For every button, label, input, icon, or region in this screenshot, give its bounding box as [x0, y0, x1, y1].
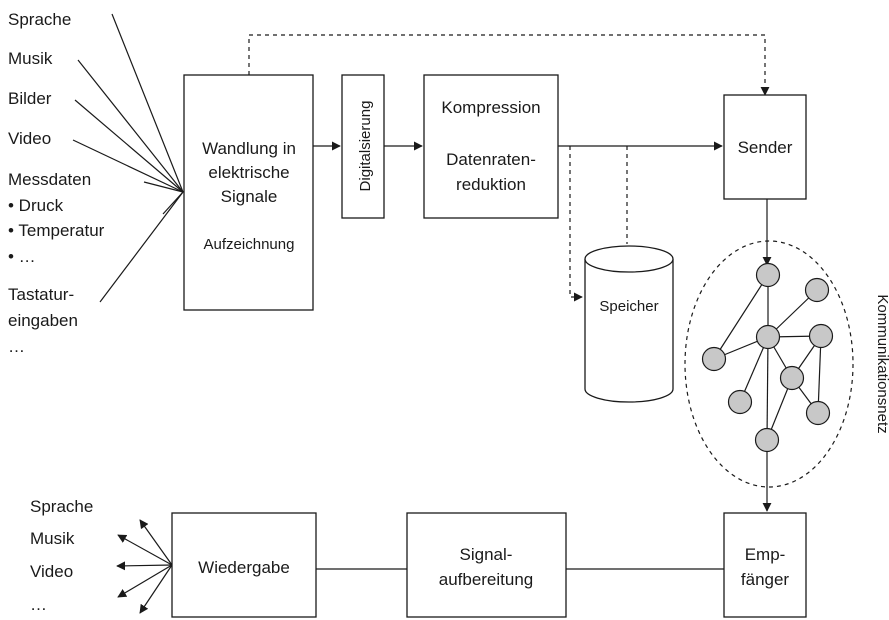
- signalaufbereitung-box: [406, 512, 567, 618]
- network-node: [779, 365, 805, 391]
- sender-label: Sender: [738, 138, 793, 157]
- kompression-block: Kompression Datenraten- reduktion: [423, 74, 559, 219]
- empfaenger-line1: Emp-: [745, 545, 786, 564]
- wandlung-block: Wandlung in elektrische Signale Aufzeich…: [183, 74, 314, 311]
- wandlung-line2: elektrische: [208, 163, 289, 182]
- dashed-bypass-to-sender: [248, 34, 770, 96]
- signalaufbereitung-line1: Signal-: [460, 545, 513, 564]
- input-fan-lines: [72, 13, 184, 303]
- communication-network: Kommunikationsnetz: [684, 240, 889, 488]
- input-label-ellipsis: …: [8, 337, 25, 356]
- network-node: [808, 323, 834, 349]
- output-fan-arrows: [116, 519, 173, 614]
- input-label-bilder: Bilder: [8, 89, 52, 108]
- wiedergabe-label: Wiedergabe: [198, 558, 290, 577]
- network-edges: [713, 274, 822, 441]
- network-nodes: [701, 262, 834, 453]
- wandlung-aufzeichnung: Aufzeichnung: [204, 236, 295, 253]
- input-label-musik: Musik: [8, 49, 53, 68]
- kompression-line3: reduktion: [456, 175, 526, 194]
- network-node: [755, 262, 781, 288]
- input-label-messdaten: Messdaten: [8, 170, 91, 189]
- input-label-tastatur: Tastatur-: [8, 285, 74, 304]
- speicher-label: Speicher: [599, 298, 658, 315]
- signalaufbereitung-block: Signal- aufbereitung: [406, 512, 567, 618]
- network-node: [755, 324, 781, 350]
- wandlung-line3: Signale: [221, 187, 278, 206]
- output-label-video: Video: [30, 562, 73, 581]
- empfaenger-block: Emp- fänger: [723, 512, 807, 618]
- output-label-musik: Musik: [30, 529, 75, 548]
- output-label-ellipsis: …: [30, 595, 47, 614]
- output-labels: Sprache Musik Video …: [30, 497, 93, 614]
- wiedergabe-block: Wiedergabe: [171, 512, 317, 618]
- sender-block: Sender: [723, 94, 807, 200]
- network-node: [804, 277, 830, 303]
- input-label-more: • …: [8, 247, 36, 266]
- kompression-box: [423, 74, 559, 219]
- speicher-cylinder: Speicher: [584, 245, 674, 403]
- signalaufbereitung-line2: aufbereitung: [439, 570, 534, 589]
- network-node: [701, 346, 727, 372]
- dashed-to-speicher: [569, 146, 583, 302]
- speicher-body: [584, 259, 674, 403]
- speicher-top: [584, 245, 674, 273]
- input-label-druck: • Druck: [8, 196, 64, 215]
- wandlung-box: [183, 74, 314, 311]
- empfaenger-line2: fänger: [741, 570, 790, 589]
- network-node: [754, 427, 780, 453]
- network-label: Kommunikationsnetz: [874, 294, 889, 433]
- digitalisierung-label: Digitalsierung: [357, 101, 374, 192]
- digitalisierung-box: [341, 74, 385, 219]
- input-label-sprache: Sprache: [8, 10, 71, 29]
- kompression-line2: Datenraten-: [446, 150, 536, 169]
- wiedergabe-box: [171, 512, 317, 618]
- input-label-eingaben: eingaben: [8, 311, 78, 330]
- network-node: [805, 400, 831, 426]
- network-node: [727, 389, 753, 415]
- empfaenger-box: [723, 512, 807, 618]
- kompression-line1: Kompression: [441, 98, 540, 117]
- output-label-sprache: Sprache: [30, 497, 93, 516]
- digitalisierung-block: Digitalsierung: [341, 74, 385, 219]
- input-label-temperatur: • Temperatur: [8, 221, 105, 240]
- sender-box: [723, 94, 807, 200]
- input-sources: Sprache Musik Bilder Video Messdaten • D…: [8, 10, 105, 356]
- wandlung-line1: Wandlung in: [202, 139, 296, 158]
- network-boundary: [684, 240, 854, 488]
- input-label-video: Video: [8, 129, 51, 148]
